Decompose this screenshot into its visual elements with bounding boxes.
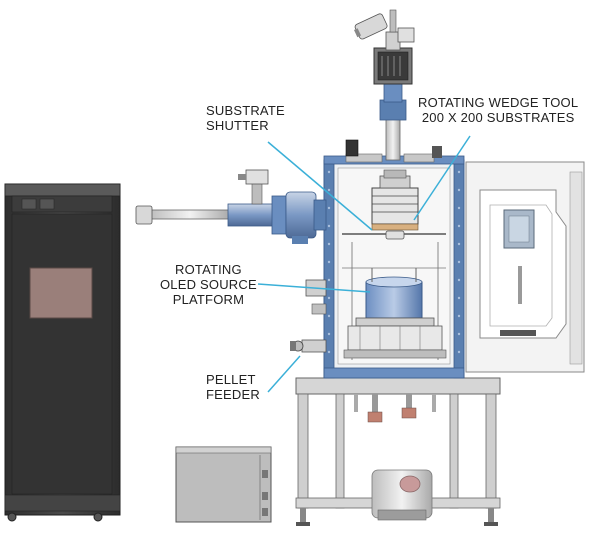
label-rotating-wedge-line1: ROTATING WEDGE TOOL (418, 95, 579, 110)
label-substrate-shutter: SUBSTRATE SHUTTER (206, 103, 285, 133)
glovebox-panel (465, 161, 585, 373)
label-rotating-wedge: ROTATING WEDGE TOOL 200 X 200 SUBSTRATES (418, 95, 578, 125)
callout-line-rotating-wedge (413, 135, 471, 221)
label-rotating-platform-line2: OLED SOURCE (160, 277, 257, 292)
vacuum-chamber (290, 155, 465, 379)
label-pellet-feeder: PELLET FEEDER (206, 372, 260, 402)
top-column (345, 9, 442, 163)
callout-line-pellet-feeder (267, 355, 301, 393)
label-pellet-feeder-line2: FEEDER (206, 387, 260, 402)
callout-line-rotating-platform (257, 283, 371, 293)
support-frame (295, 377, 501, 526)
transfer-arm (135, 169, 327, 244)
label-rotating-platform-line1: ROTATING (175, 262, 242, 277)
label-rotating-wedge-line2: 200 X 200 SUBSTRATES (421, 110, 575, 125)
pump-controller-box (175, 446, 272, 523)
label-rotating-platform-line3: PLATFORM (172, 292, 245, 307)
callout-line-substrate-shutter (267, 141, 373, 231)
label-pellet-feeder-line1: PELLET (206, 372, 256, 387)
callout-lines (257, 135, 471, 393)
label-substrate-shutter-line1: SUBSTRATE (206, 103, 285, 118)
label-rotating-platform: ROTATING OLED SOURCE PLATFORM (160, 262, 257, 307)
control-cabinet (4, 183, 121, 522)
label-substrate-shutter-line2: SHUTTER (206, 118, 269, 133)
